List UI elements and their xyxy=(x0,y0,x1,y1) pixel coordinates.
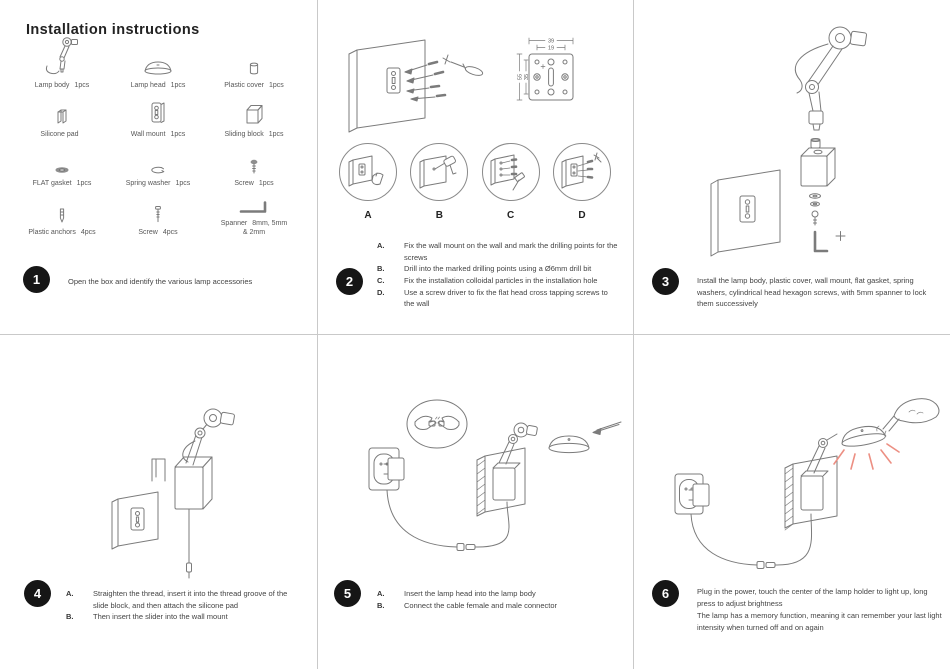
step-2-badge: 2 xyxy=(336,268,363,295)
panel-step-6: 6 Plug in the power, touch the center of… xyxy=(633,334,950,669)
plastic-cover-icon xyxy=(249,62,259,75)
spring-washer-icon xyxy=(151,166,165,174)
page-title: Installation instructions xyxy=(26,22,200,38)
list-item: B.Drill into the marked drilling points … xyxy=(377,264,592,274)
step-6-text: Plug in the power, touch the center of t… xyxy=(697,586,943,634)
part-item: Silicone pad xyxy=(14,99,110,139)
flat-gasket-icon xyxy=(55,167,69,173)
substep-c: C xyxy=(480,143,542,221)
list-item: A.Fix the wall mount on the wall and mar… xyxy=(377,241,618,262)
substep-b-circle xyxy=(410,143,469,201)
panel-step-5: 5 A.Insert the lamp head into the lamp b… xyxy=(317,334,633,669)
list-item: A.Insert the lamp head into the lamp bod… xyxy=(377,589,536,598)
power-on-touch-diagram xyxy=(674,398,940,569)
sliding-block-icon xyxy=(246,104,263,124)
list-item: D.Use a screw driver to fix the flat hea… xyxy=(377,287,608,309)
list-item: C.Fix the installation colloidal particl… xyxy=(377,275,598,285)
wall-drilling-diagram: 39 19 55 35 xyxy=(348,37,574,133)
substep-d-circle xyxy=(552,143,611,201)
step-6-badge: 6 xyxy=(652,580,679,607)
wall-mount-icon xyxy=(151,102,165,123)
dim-width-inner: 19 xyxy=(548,46,554,52)
lamp-body-icon xyxy=(45,37,78,75)
list-item: A.Straighten the thread, insert it into … xyxy=(66,589,288,610)
substep-b: B xyxy=(408,143,470,221)
substep-a-circle xyxy=(339,143,397,201)
step-6-line-2: The lamp has a memory function, meaning … xyxy=(697,611,942,632)
step-1-badge: 1 xyxy=(23,266,50,293)
substep-a: A xyxy=(337,143,399,221)
divider-horizontal xyxy=(0,334,950,335)
list-item: B.Then insert the slider into the wall m… xyxy=(66,612,228,622)
spanner-icon xyxy=(239,201,267,213)
step-1-text: Open the box and identify the various la… xyxy=(68,277,253,286)
step-2-list: A.Fix the wall mount on the wall and mar… xyxy=(377,240,618,310)
step-5-list: A.Insert the lamp head into the lamp bod… xyxy=(377,588,616,611)
connect-cable-diagram xyxy=(368,399,622,551)
silicone-pad-icon xyxy=(57,109,67,124)
substep-diagrams: A B xyxy=(337,143,613,221)
substep-b-label: B xyxy=(435,210,443,221)
substep-d-label: D xyxy=(578,210,586,221)
screwdriver-screws-icon xyxy=(561,152,602,189)
step-6-line-1: Plug in the power, touch the center of t… xyxy=(697,587,928,608)
lamp-head-icon xyxy=(144,61,172,75)
slider-silicone-pad-diagram xyxy=(111,408,235,579)
list-item: B.Connect the cable female and male conn… xyxy=(377,600,558,610)
position-mount-icon xyxy=(348,155,384,187)
substep-d: D xyxy=(551,143,613,221)
step-4-badge: 4 xyxy=(24,580,51,607)
substep-c-circle xyxy=(481,143,540,201)
screw-icon xyxy=(250,159,258,174)
panel-step-2: 39 19 55 35 xyxy=(317,0,633,334)
part-label: Silicone pad xyxy=(40,130,79,138)
dim-height-inner: 35 xyxy=(524,74,530,80)
step-3-badge: 3 xyxy=(652,268,679,295)
hammer-anchors-icon xyxy=(490,154,525,191)
step-3-text: Install the lamp body, plastic cover, wa… xyxy=(697,276,927,309)
panel-step-4: 4 A.Straighten the thread, insert it int… xyxy=(0,334,317,669)
plastic-anchor-icon xyxy=(59,208,65,223)
step-5-badge: 5 xyxy=(334,580,361,607)
dim-height-outer: 55 xyxy=(518,74,524,80)
substep-a-label: A xyxy=(364,210,372,221)
drill-icon xyxy=(419,155,457,189)
panel-step-3: 3 Install the lamp body, plastic cover, … xyxy=(633,0,950,334)
dim-width-outer: 39 xyxy=(548,39,554,45)
screw-4pcs-icon xyxy=(155,205,161,223)
exploded-assembly-diagram xyxy=(710,26,867,257)
step-4-list: A.Straighten the thread, insert it into … xyxy=(66,588,299,623)
substep-c-label: C xyxy=(507,210,515,221)
